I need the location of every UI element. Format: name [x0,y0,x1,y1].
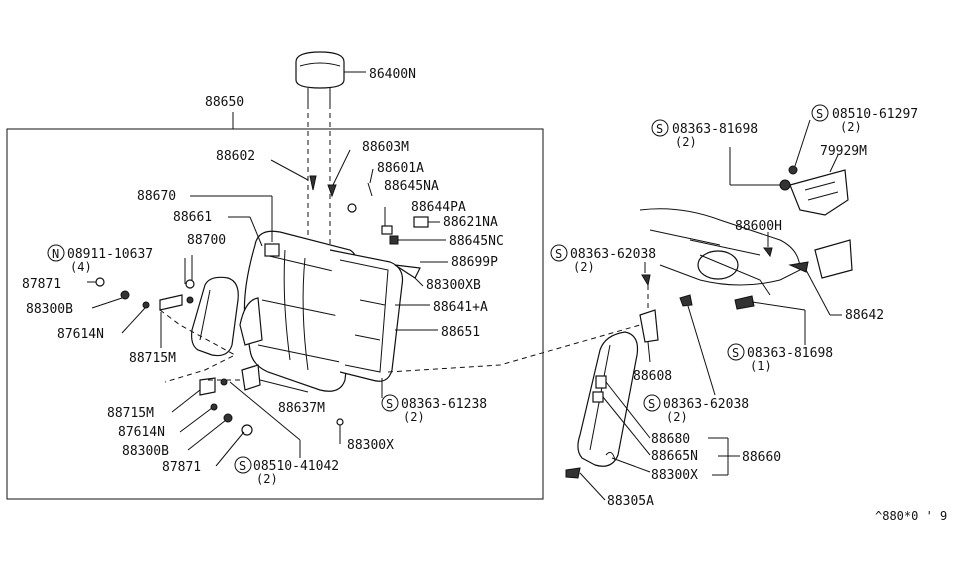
label-08363-62038-top-qty: (2) [573,260,595,274]
label-88600H: 88600H [735,219,782,234]
label-08510-41042: 08510-41042 [253,459,339,474]
label-08363-62038-bottom: 08363-62038 [663,397,749,412]
striker-79929M [789,169,849,216]
label-88637M: 88637M [278,401,325,416]
side-bolster-right [577,331,639,467]
label-87614N-bottom: 87614N [118,425,165,440]
nut-symbol-icon: N [47,244,65,262]
label-88300XB: 88300XB [426,278,481,293]
label-88700: 88700 [187,233,226,248]
label-88651: 88651 [441,325,480,340]
label-88644PA: 88644PA [411,200,466,215]
svg-text:S: S [656,122,663,136]
label-08510-61297: 08510-61297 [832,107,918,122]
label-88715M-bottom: 88715M [107,406,154,421]
label-88601A: 88601A [377,161,424,176]
label-08363-81698-bottom-qty: (1) [750,359,772,373]
label-88603M: 88603M [362,140,409,155]
label-87614N-top: 87614N [57,327,104,342]
bracket-88642 [814,239,853,279]
label-88715M-top: 88715M [129,351,176,366]
body-panel-drawing [639,208,801,296]
label-08510-61297-qty: (2) [840,120,862,134]
svg-text:S: S [732,346,739,360]
seatback-drawing [239,230,404,392]
label-88661: 88661 [173,210,212,225]
label-88641A: 88641+A [433,300,488,315]
label-87871-top: 87871 [22,277,61,292]
label-88300B-top: 88300B [26,302,73,317]
label-88665N: 88665N [651,449,698,464]
label-88608: 88608 [633,369,672,384]
label-88645NA: 88645NA [384,179,439,194]
label-08363-62038-bottom-qty: (2) [666,410,688,424]
label-08363-61238-qty: (2) [403,410,425,424]
label-88300X-right: 88300X [651,468,698,483]
svg-text:S: S [239,459,246,473]
label-88642: 88642 [845,308,884,323]
label-87871-bottom: 87871 [162,460,201,475]
label-08911-10637: 08911-10637 [67,247,153,262]
svg-text:S: S [816,107,823,121]
label-08363-62038-top: 08363-62038 [570,247,656,262]
label-08363-81698-top-qty: (2) [675,135,697,149]
svg-text:N: N [52,247,59,261]
label-88650: 88650 [205,95,244,110]
diagram-code: ^880*0 ' 9 [875,509,947,523]
label-88305A: 88305A [607,494,654,509]
label-88300B-bottom: 88300B [122,444,169,459]
label-08911-qty: (4) [70,260,92,274]
headrest-drawing [295,51,366,104]
label-88660: 88660 [742,450,781,465]
label-08510-41042-qty: (2) [256,472,278,486]
svg-text:S: S [648,397,655,411]
label-79929M: 79929M [820,144,867,159]
svg-text:S: S [386,397,393,411]
assembly-frame [6,128,544,500]
label-86400N: 86400N [369,67,416,82]
screw-symbol-icon: S S S S S S S [234,104,829,474]
side-bolster-left [191,276,239,357]
label-08363-81698-bottom: 08363-81698 [747,346,833,361]
label-88699P: 88699P [451,255,498,270]
label-08363-61238: 08363-61238 [401,397,487,412]
label-88670: 88670 [137,189,176,204]
label-88621NA: 88621NA [443,215,498,230]
label-88300X-left: 88300X [347,438,394,453]
label-08363-81698-top: 08363-81698 [672,122,758,137]
label-88602: 88602 [216,149,255,164]
svg-text:S: S [555,247,562,261]
label-88680: 88680 [651,432,690,447]
label-88645NC: 88645NC [449,234,504,249]
